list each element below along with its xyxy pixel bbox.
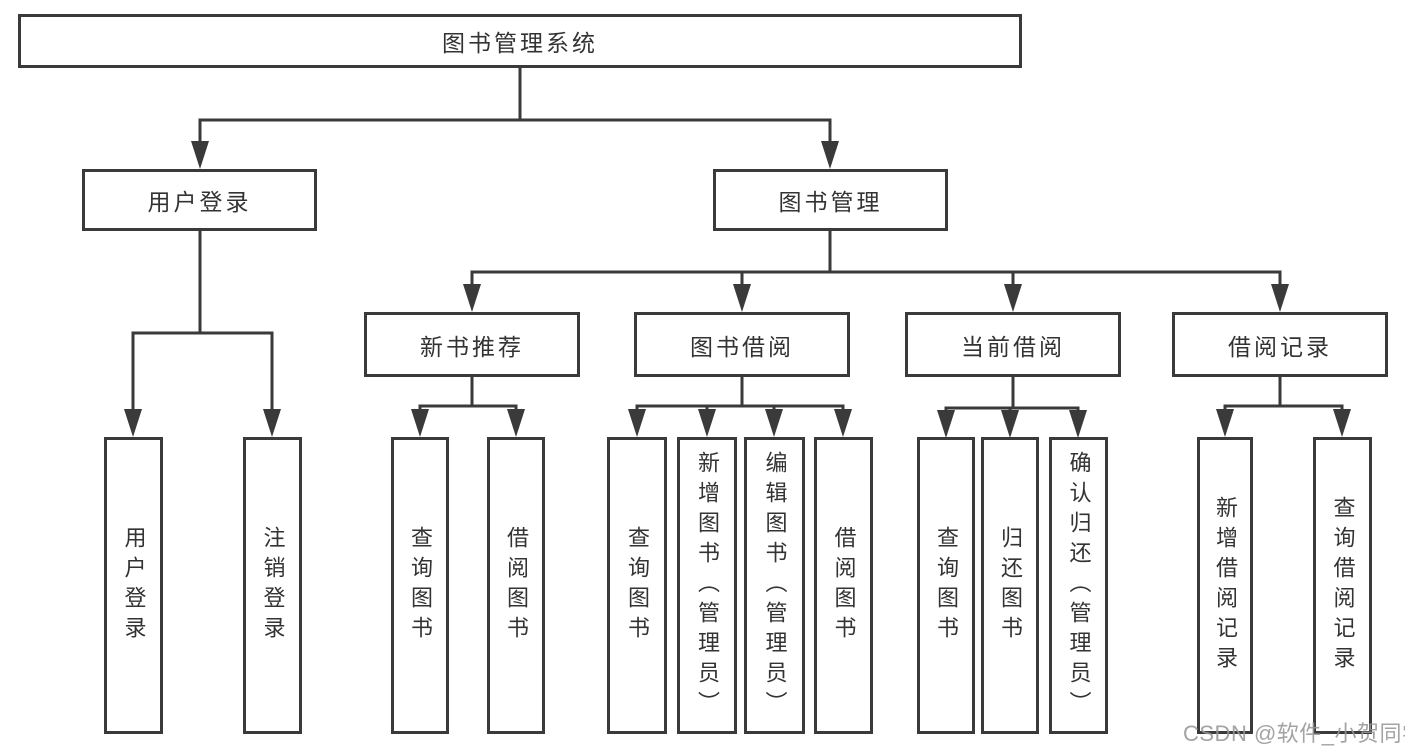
connector-book-mgmt-to-level3: [470, 229, 1282, 308]
leaf-borrow-books-recommendation: 借阅图书: [487, 437, 545, 734]
leaf-add-borrow-record: 新增借阅记录: [1197, 437, 1253, 734]
leaf-add-books-admin: 新增图书（管理员）: [677, 437, 737, 734]
node-label: 用户登录: [147, 189, 252, 215]
node-label: 当前借阅: [961, 333, 1065, 360]
leaf-user-login: 用户登录: [104, 437, 163, 734]
node-borrowing-records: 借阅记录: [1172, 312, 1388, 377]
node-label: 归还图书: [998, 525, 1023, 646]
leaf-query-books-recommendation: 查询图书: [391, 437, 449, 734]
leaf-return-books: 归还图书: [981, 437, 1039, 734]
node-label: 查询图书: [934, 525, 959, 646]
node-current-borrowing: 当前借阅: [905, 312, 1121, 377]
node-label: 新增借阅记录: [1213, 495, 1238, 676]
node-label: 图书管理: [778, 189, 883, 215]
connector-new-book-to-leaves: [418, 375, 518, 432]
node-label: 编辑图书（管理员）: [762, 450, 788, 721]
leaf-query-books-current: 查询图书: [917, 437, 975, 734]
node-label: 查询借阅记录: [1330, 495, 1356, 676]
node-label: 图书借阅: [690, 333, 794, 360]
node-label: 新书推荐: [420, 333, 524, 360]
node-label: 借阅图书: [831, 525, 857, 646]
connector-root-to-level2: [198, 66, 832, 164]
leaf-borrow-books: 借阅图书: [814, 437, 873, 734]
node-label: 查询图书: [408, 525, 433, 646]
leaf-confirm-return-admin: 确认归还（管理员）: [1049, 437, 1108, 734]
connector-user-login-to-leaves: [131, 229, 274, 432]
connector-current-borrow-to-leaves: [944, 375, 1080, 432]
node-label: 用户登录: [121, 525, 147, 646]
node-book-borrowing: 图书借阅: [634, 312, 850, 377]
connector-borrow-records-to-leaves: [1223, 375, 1344, 432]
node-label: 查询图书: [625, 525, 650, 646]
node-label: 确认归还（管理员）: [1066, 450, 1092, 721]
node-label: 图书管理系统: [442, 30, 598, 56]
csdn-watermark: CSDN @软件_小贺同学: [1183, 721, 1405, 746]
leaf-logout: 注销登录: [243, 437, 302, 734]
leaf-query-borrow-record: 查询借阅记录: [1313, 437, 1372, 734]
node-label: 借阅图书: [504, 525, 529, 646]
node-label: 新增图书（管理员）: [695, 450, 720, 721]
node-library-management-system: 图书管理系统: [18, 14, 1022, 68]
node-label: 注销登录: [260, 525, 286, 646]
node-book-management-branch: 图书管理: [713, 169, 948, 231]
node-label: 借阅记录: [1228, 333, 1332, 360]
connector-book-borrow-to-leaves: [635, 375, 845, 432]
node-user-login-branch: 用户登录: [82, 169, 317, 231]
leaf-query-books-borrowing: 查询图书: [607, 437, 667, 734]
node-new-book-recommendation: 新书推荐: [364, 312, 580, 377]
leaf-edit-books-admin: 编辑图书（管理员）: [744, 437, 805, 734]
